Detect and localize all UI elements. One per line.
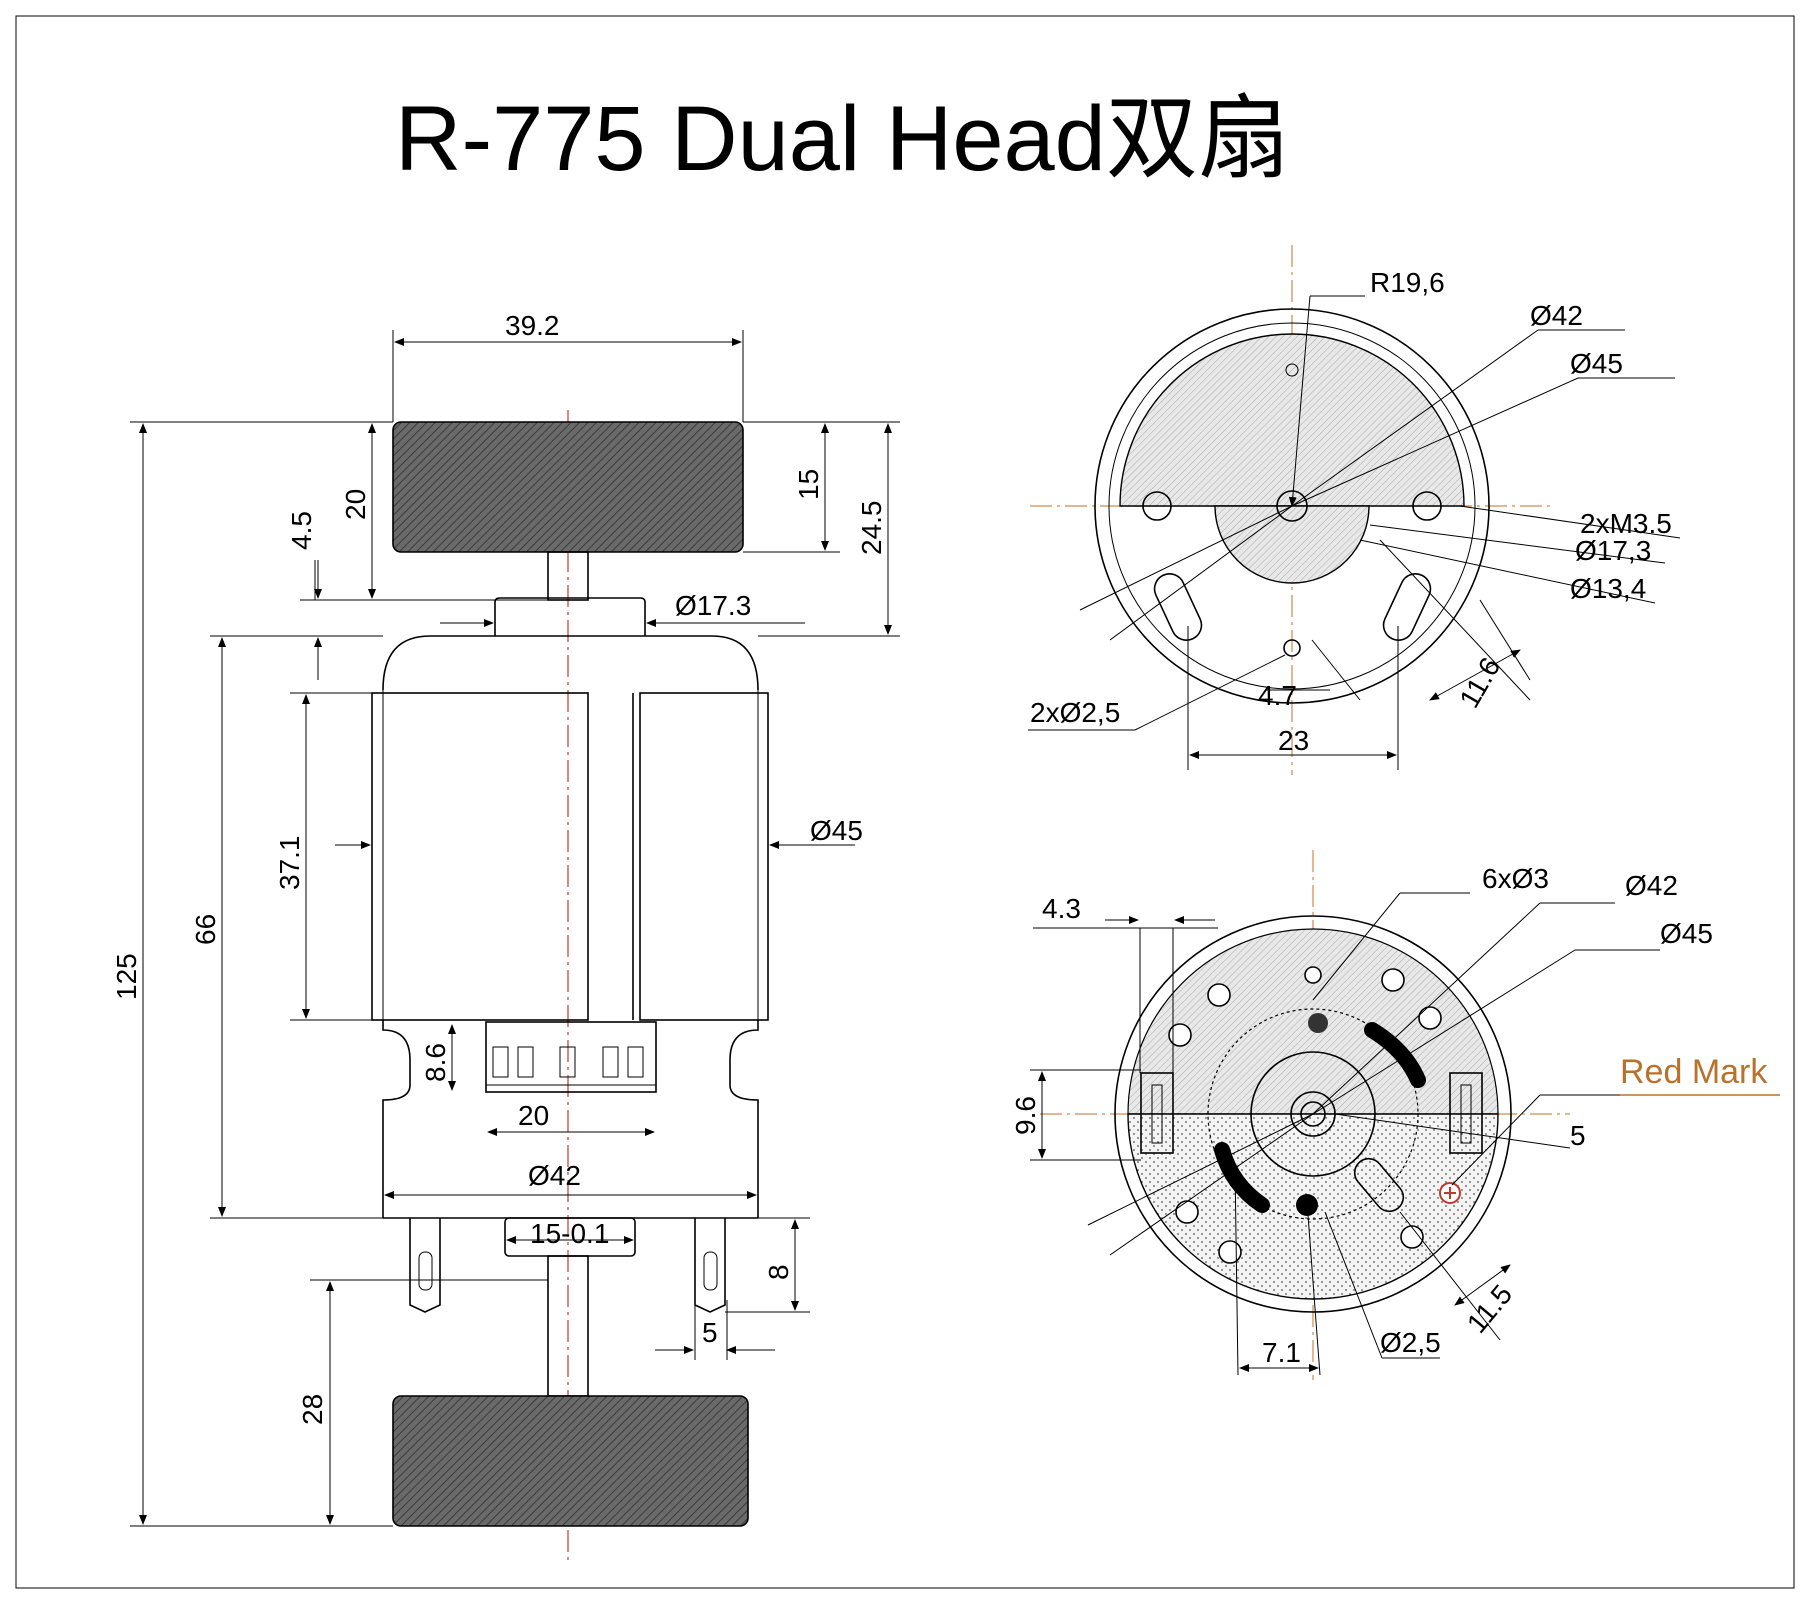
front-dia-45: Ø45 xyxy=(1570,348,1623,379)
drawing-border xyxy=(15,15,1795,1589)
red-mark-label: Red Mark xyxy=(1620,1053,1768,1091)
dim-shaft-boss: 15-0.1 xyxy=(530,1218,609,1249)
front-holes: 2xØ2,5 xyxy=(1030,697,1120,728)
rear-outer-circle xyxy=(1114,915,1512,1313)
rear-offset: 4.3 xyxy=(1042,893,1081,924)
dim-fan-width: 39.2 xyxy=(505,310,560,341)
dim-fan-height: 20 xyxy=(340,489,371,520)
rear-dia-45: Ø45 xyxy=(1660,918,1713,949)
dim-bottom-fan-height: 28 xyxy=(297,1394,328,1425)
dim-magnet-length: 37.1 xyxy=(274,836,305,891)
side-view: 39.2 20 15 24.5 4.5 Ø17.3 125 66 37.1 Ø4… xyxy=(111,310,900,1560)
rear-vents xyxy=(1168,966,1442,1264)
rear-dim-5: 5 xyxy=(1570,1120,1586,1151)
dim-body-dia: Ø45 xyxy=(810,815,863,846)
dim-terminal-height: 8 xyxy=(763,1264,794,1280)
top-shaft xyxy=(547,551,589,601)
rear-view: 6xØ3 Ø42 Ø45 Red Mark 4.3 9.6 5 7.1 Ø2,5… xyxy=(1010,850,1780,1380)
top-fan xyxy=(392,421,744,553)
body-right-lower xyxy=(729,1020,759,1218)
body-left-lower xyxy=(382,1020,411,1218)
dim-terminal-width: 5 xyxy=(702,1317,718,1348)
front-slot-11: 11.6 xyxy=(1453,652,1506,713)
dim-total-length: 125 xyxy=(111,953,142,1000)
rear-dim-7: 7.1 xyxy=(1262,1337,1301,1368)
dim-gap: 4.5 xyxy=(286,511,317,550)
dim-brush-width: 20 xyxy=(518,1100,549,1131)
dim-endcap-dia: Ø42 xyxy=(528,1160,581,1191)
commutator xyxy=(485,1021,657,1093)
front-plate xyxy=(1119,333,1465,507)
dim-boss-dia: Ø17.3 xyxy=(675,590,751,621)
rear-hole: Ø2,5 xyxy=(1380,1327,1441,1358)
front-dia-42: Ø42 xyxy=(1530,300,1583,331)
terminal-right xyxy=(694,1218,726,1313)
front-screw: 2xM3.5 xyxy=(1580,508,1672,539)
front-width-23: 23 xyxy=(1278,725,1309,756)
rear-dia-42: Ø42 xyxy=(1625,870,1678,901)
front-dia-17: Ø17,3 xyxy=(1575,535,1651,566)
magnet-left xyxy=(371,692,589,1021)
drawing-title: R-775 Dual Head双扇 xyxy=(395,88,1290,190)
front-view: R19,6 Ø42 Ø45 2xM3.5 Ø17,3 Ø13,4 2xØ2,5 … xyxy=(1028,245,1681,775)
front-dia-13: Ø13,4 xyxy=(1570,573,1646,604)
rear-dim-11: 11.5 xyxy=(1461,1279,1518,1339)
front-outer-circle xyxy=(1094,308,1490,704)
boss xyxy=(494,597,646,636)
front-slot-spacing: 4.7 xyxy=(1258,680,1297,711)
bottom-fan xyxy=(392,1395,749,1527)
magnet-right xyxy=(639,692,769,1021)
dim-brush-height: 8.6 xyxy=(420,1043,451,1082)
front-radius: R19,6 xyxy=(1370,267,1445,298)
body-top xyxy=(382,635,759,691)
rear-height: 9.6 xyxy=(1010,1096,1041,1135)
dim-fan-to-body: 24.5 xyxy=(856,501,887,556)
rear-vents-label: 6xØ3 xyxy=(1482,863,1549,894)
terminal-left xyxy=(409,1218,441,1313)
dim-body-length: 66 xyxy=(190,914,221,945)
dim-fan-inner: 15 xyxy=(793,469,824,500)
